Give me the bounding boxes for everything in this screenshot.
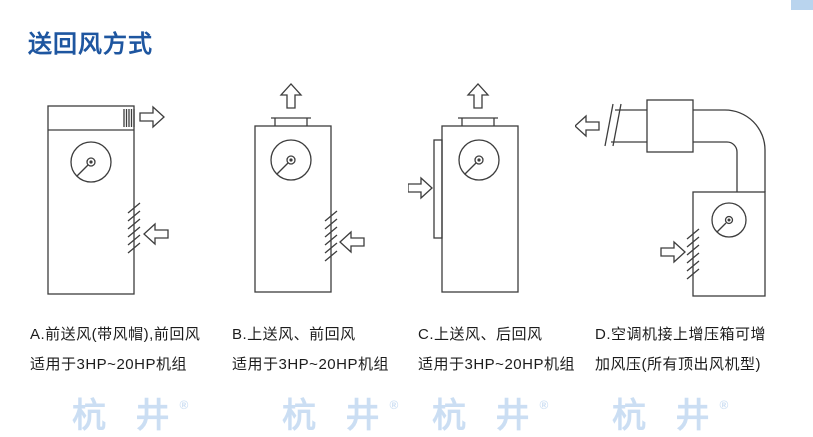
fan-icon — [458, 139, 500, 181]
caption-a-line1: A.前送风(带风帽),前回风 — [30, 326, 201, 343]
diagram-a-drawing — [47, 105, 169, 295]
diagram-d — [575, 80, 790, 315]
caption-b-line2: 适用于3HP~20HP机组 — [232, 356, 389, 373]
watermark: 杭 井® — [72, 388, 188, 437]
diagram-c-drawing — [408, 83, 519, 293]
watermark: 杭 井® — [432, 388, 548, 437]
watermark: 杭 井® — [282, 388, 398, 437]
arrow-right-icon — [660, 240, 686, 264]
arrow-up-icon — [279, 83, 303, 109]
watermark-text: 杭 井 — [432, 397, 540, 435]
arrow-right-icon — [139, 105, 165, 129]
rear-return-panel — [433, 139, 443, 239]
caption-d: D.空调机接上增压箱可增 加风压(所有顶出风机型) — [595, 320, 766, 380]
duct-break-lines — [604, 103, 622, 147]
caption-b-line1: B.上送风、前回风 — [232, 326, 356, 343]
caption-c-line2: 适用于3HP~20HP机组 — [418, 356, 575, 373]
watermark-reg-mark: ® — [389, 398, 399, 412]
diagram-c — [408, 82, 548, 317]
duct-flange — [458, 117, 498, 126]
cabinet-outline — [254, 125, 332, 293]
watermark-reg-mark: ® — [539, 398, 549, 412]
booster-box — [646, 99, 694, 153]
caption-d-line1: D.空调机接上增压箱可增 — [595, 326, 767, 343]
watermark-text: 杭 井 — [612, 397, 720, 435]
caption-a: A.前送风(带风帽),前回风 适用于3HP~20HP机组 — [30, 320, 200, 380]
fan-icon — [270, 139, 312, 181]
caption-c-line1: C.上送风、后回风 — [418, 326, 543, 343]
arrow-left-icon — [339, 230, 365, 254]
arrow-left-icon — [575, 114, 600, 138]
duct-elbow — [611, 109, 766, 192]
hood-grille-hatch — [123, 109, 135, 127]
caption-b: B.上送风、前回风 适用于3HP~20HP机组 — [232, 320, 389, 380]
cabinet-outline — [47, 105, 135, 295]
watermark-row: 杭 井® 杭 井® 杭 井® 杭 井® — [0, 388, 813, 437]
diagram-a — [38, 86, 173, 316]
return-grille-hatch — [686, 228, 700, 280]
caption-a-line2: 适用于3HP~20HP机组 — [30, 356, 187, 373]
return-grille-hatch — [324, 210, 338, 262]
diagram-b-drawing — [254, 83, 365, 293]
cabinet-outline — [692, 191, 766, 297]
diagram-d-drawing — [575, 99, 766, 297]
cabinet-outline — [441, 125, 519, 293]
fan-icon — [711, 202, 747, 238]
watermark-text: 杭 井 — [282, 397, 390, 435]
page-title: 送回风方式 — [28, 31, 153, 58]
watermark-reg-mark: ® — [719, 398, 729, 412]
arrow-up-icon — [466, 83, 490, 109]
watermark-text: 杭 井 — [72, 397, 180, 435]
diagram-b — [243, 82, 368, 317]
fan-icon — [70, 141, 112, 183]
caption-c: C.上送风、后回风 适用于3HP~20HP机组 — [418, 320, 575, 380]
caption-d-line2: 加风压(所有顶出风机型) — [595, 356, 761, 373]
duct-flange — [271, 117, 311, 126]
page-corner-mark — [791, 0, 813, 10]
arrow-left-icon — [143, 222, 169, 246]
watermark-reg-mark: ® — [179, 398, 189, 412]
return-grille-hatch — [127, 202, 141, 254]
watermark: 杭 井® — [612, 388, 728, 437]
arrow-right-icon — [408, 176, 433, 200]
